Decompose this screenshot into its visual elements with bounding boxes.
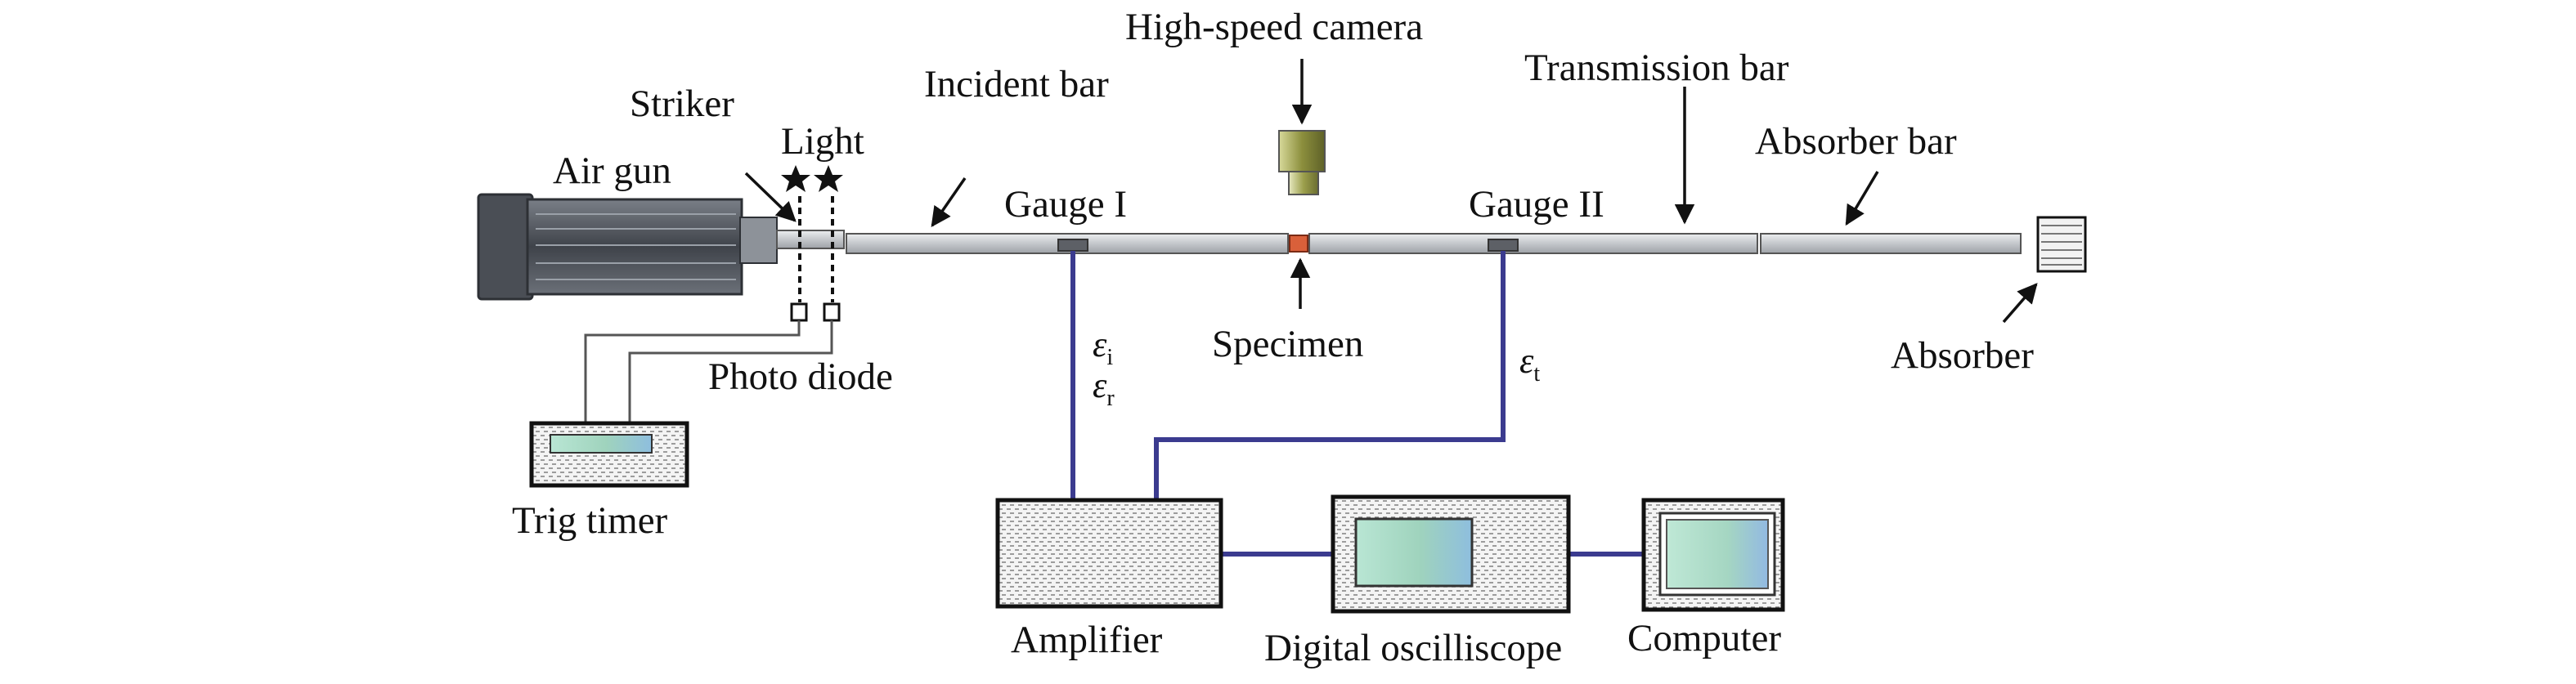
photo-diode-icon (790, 302, 841, 322)
label-air-gun: Air gun (553, 150, 671, 192)
trig-timer-box (529, 421, 689, 488)
signal-epsilon-transmitted: εt (1519, 341, 1540, 387)
label-computer: Computer (1627, 617, 1781, 659)
gauge-1-sensor (1057, 239, 1088, 252)
incident-bar-arrow (931, 177, 967, 228)
light-star-icon (781, 165, 843, 192)
computer-box (1641, 498, 1785, 612)
striker-bar (776, 230, 845, 249)
label-gauge-1: Gauge I (1004, 183, 1127, 226)
label-gauge-2: Gauge II (1469, 183, 1604, 226)
label-striker: Striker (630, 83, 734, 125)
oscilloscope-box (1331, 494, 1571, 614)
label-photo-diode: Photo diode (708, 355, 893, 398)
light-beams (798, 196, 834, 302)
label-high-speed-camera: High-speed camera (1125, 6, 1423, 48)
gauge-2-sensor (1488, 239, 1519, 252)
amplifier-box (995, 498, 1223, 609)
transmission-bar (1308, 233, 1758, 254)
label-absorber-bar: Absorber bar (1755, 120, 1957, 163)
label-digital-oscilloscope: Digital oscilliscope (1264, 627, 1562, 669)
striker-arrow (744, 172, 797, 222)
absorber-block-icon (2036, 216, 2087, 273)
label-specimen: Specimen (1212, 323, 1363, 365)
air-gun-icon (477, 193, 778, 301)
label-trig-timer: Trig timer (512, 499, 668, 542)
absorber-arrow (2002, 283, 2038, 324)
high-speed-camera-icon (1278, 130, 1326, 195)
label-incident-bar: Incident bar (924, 63, 1109, 105)
arrows (744, 59, 2038, 324)
absorber-bar (1760, 233, 2022, 254)
signal-epsilon-incident: εi (1093, 324, 1113, 370)
label-amplifier: Amplifier (1011, 619, 1163, 661)
signal-epsilon-reflected: εr (1093, 365, 1115, 411)
absorber-bar-arrow (1845, 171, 1879, 226)
signal-cables (1070, 251, 1644, 557)
label-absorber: Absorber (1891, 334, 2034, 377)
label-light: Light (781, 120, 864, 163)
trig-timer-wires (584, 320, 833, 423)
specimen (1289, 235, 1308, 253)
label-transmission-bar: Transmission bar (1524, 47, 1789, 89)
